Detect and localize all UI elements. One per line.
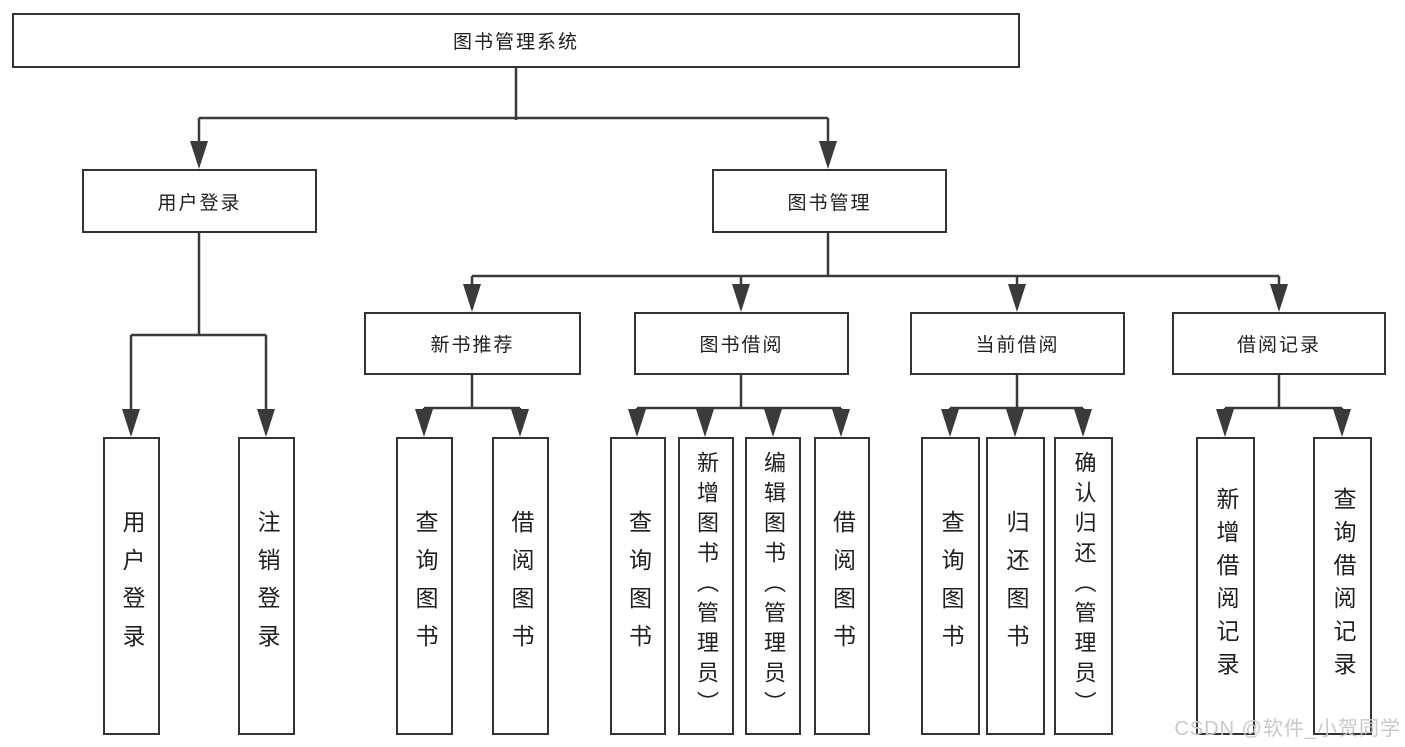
edge-root-to-level2 — [197, 68, 830, 145]
node-new-book-recommend: 新书推荐 — [364, 312, 581, 375]
arrowhead-icon — [190, 141, 208, 169]
arrowhead-icon — [415, 409, 433, 437]
edge-record-to-leaves — [1223, 375, 1344, 412]
leaf-edit-books-admin: 编辑图书（管理员） — [745, 437, 801, 735]
leaf-add-borrow-record: 新增借阅记录 — [1196, 437, 1255, 735]
node-book-borrowing: 图书借阅 — [634, 312, 849, 375]
leaf-logout: 注销登录 — [238, 437, 295, 735]
arrowhead-icon — [1006, 409, 1024, 437]
leaf-label: 确认归还（管理员） — [1071, 451, 1097, 721]
arrowhead-icon — [732, 284, 750, 312]
arrowhead-icon — [1074, 409, 1092, 437]
leaf-label: 查询借阅记录 — [1330, 487, 1356, 685]
arrowhead-icon — [511, 409, 529, 437]
arrowhead-icon — [463, 284, 481, 312]
node-current-borrowing: 当前借阅 — [910, 312, 1125, 375]
leaf-label: 查询图书 — [412, 510, 438, 662]
leaf-label: 借阅图书 — [829, 510, 856, 662]
node-library-management-system: 图书管理系统 — [12, 13, 1020, 68]
leaf-label: 新增图书（管理员） — [694, 451, 719, 721]
leaf-query-books-borrowing: 查询图书 — [610, 437, 666, 735]
leaf-query-books-current: 查询图书 — [921, 437, 980, 735]
arrowhead-icon — [696, 409, 714, 437]
arrowhead-icon — [941, 409, 959, 437]
edge-current-to-leaves — [948, 375, 1085, 412]
arrowhead-icon — [764, 409, 782, 437]
leaf-label: 查询图书 — [938, 510, 964, 662]
leaf-confirm-return-admin: 确认归还（管理员） — [1054, 437, 1113, 735]
node-user-login: 用户登录 — [82, 169, 317, 233]
arrowheads — [122, 141, 1351, 437]
leaf-query-borrow-record: 查询借阅记录 — [1313, 437, 1372, 735]
arrowhead-icon — [257, 409, 275, 437]
edge-userlogin-to-leaves — [129, 233, 268, 412]
arrowhead-icon — [1270, 284, 1288, 312]
leaf-label: 编辑图书（管理员） — [761, 451, 786, 721]
leaf-label: 查询图书 — [625, 510, 652, 662]
watermark: CSDN @软件_小贺同学 — [1174, 718, 1401, 740]
leaf-label: 借阅图书 — [508, 510, 534, 662]
arrowhead-icon — [1008, 284, 1026, 312]
leaf-borrow-books-borrowing: 借阅图书 — [814, 437, 870, 735]
leaf-label: 注销登录 — [254, 510, 280, 662]
arrowhead-icon — [819, 141, 837, 169]
leaf-user-login: 用户登录 — [103, 437, 160, 735]
edge-borrow-to-leaves — [635, 375, 843, 412]
leaf-label: 用户登录 — [119, 510, 145, 662]
arrowhead-icon — [628, 409, 646, 437]
node-borrow-records: 借阅记录 — [1172, 312, 1386, 375]
leaf-label: 新增借阅记录 — [1213, 487, 1239, 685]
leaf-query-books-recommend: 查询图书 — [396, 437, 453, 735]
leaf-label: 归还图书 — [1003, 510, 1029, 662]
edge-newbook-to-leaves — [422, 375, 522, 412]
leaf-return-books: 归还图书 — [986, 437, 1045, 735]
leaf-add-books-admin: 新增图书（管理员） — [678, 437, 734, 735]
node-book-management: 图书管理 — [712, 169, 947, 233]
edge-bookmgmt-to-level3 — [470, 233, 1281, 287]
arrowhead-icon — [832, 409, 850, 437]
arrowhead-icon — [1216, 409, 1234, 437]
arrowhead-icon — [122, 409, 140, 437]
arrowhead-icon — [1333, 409, 1351, 437]
leaf-borrow-books-recommend: 借阅图书 — [492, 437, 549, 735]
